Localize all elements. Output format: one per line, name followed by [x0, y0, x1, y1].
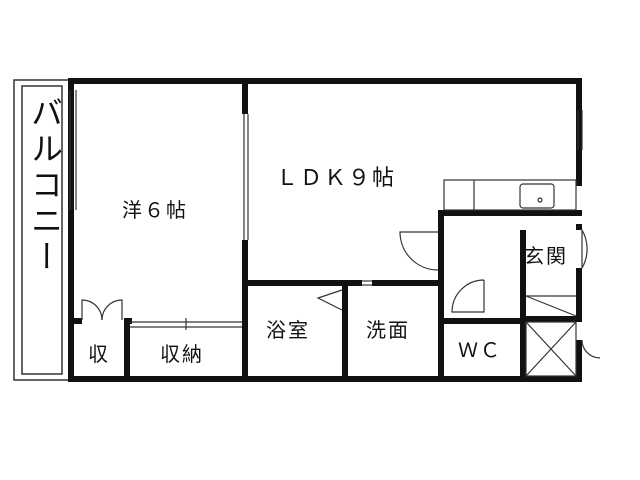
western-room-label: 洋６帖 — [122, 198, 188, 222]
bathroom-label: 浴室 — [266, 318, 310, 342]
toilet-label: ＷＣ — [458, 338, 502, 362]
windows — [69, 90, 583, 330]
storage-small-label: 収 — [88, 342, 110, 366]
kitchen-counter — [443, 179, 577, 211]
doors — [81, 229, 601, 359]
closet-label: 収納 — [160, 342, 204, 366]
washroom-label: 洗面 — [366, 318, 410, 342]
interior-walls — [74, 84, 582, 380]
ldk-label: ＬＤＫ９帖 — [276, 166, 397, 191]
entrance-floor — [525, 295, 577, 317]
outer-walls — [68, 78, 582, 382]
balcony-label: バルコニー — [26, 96, 64, 276]
pipe-space — [525, 321, 577, 377]
entrance-label: 玄関 — [524, 244, 568, 268]
